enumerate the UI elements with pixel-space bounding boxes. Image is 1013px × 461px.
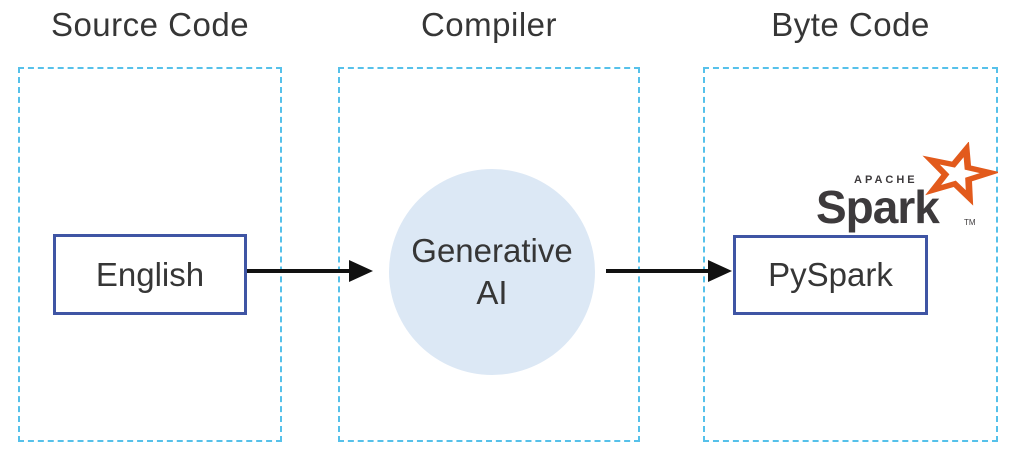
column-title-byte-code: Byte Code: [771, 6, 930, 43]
spark-logo-tm: TM: [964, 218, 976, 227]
spark-star-icon: [922, 142, 998, 206]
apache-spark-logo: APACHE Spark TM: [812, 142, 1004, 236]
arrow-genai-to-pyspark-head: [708, 260, 732, 282]
generative-ai-node-label: Generative AI: [411, 231, 573, 311]
english-node-label: English: [95, 255, 205, 293]
compiler-dashed-container: [338, 67, 640, 442]
arrow-english-to-genai-shaft: [247, 269, 351, 273]
column-title-source-code: Source Code: [50, 6, 250, 43]
arrow-genai-to-pyspark-shaft: [606, 269, 710, 273]
source-code-dashed-container: [18, 67, 282, 442]
spark-logo-apache-text: APACHE: [854, 174, 918, 186]
arrow-english-to-genai-head: [349, 260, 373, 282]
column-title-compiler: Compiler: [420, 6, 558, 43]
english-node: English: [53, 234, 247, 315]
generative-ai-node: Generative AI: [389, 169, 595, 375]
pyspark-node-label: PySpark: [768, 256, 893, 293]
byte-code-dashed-container: [703, 67, 998, 442]
pyspark-node: PySpark: [733, 235, 928, 315]
spark-logo-word: Spark: [816, 181, 940, 233]
